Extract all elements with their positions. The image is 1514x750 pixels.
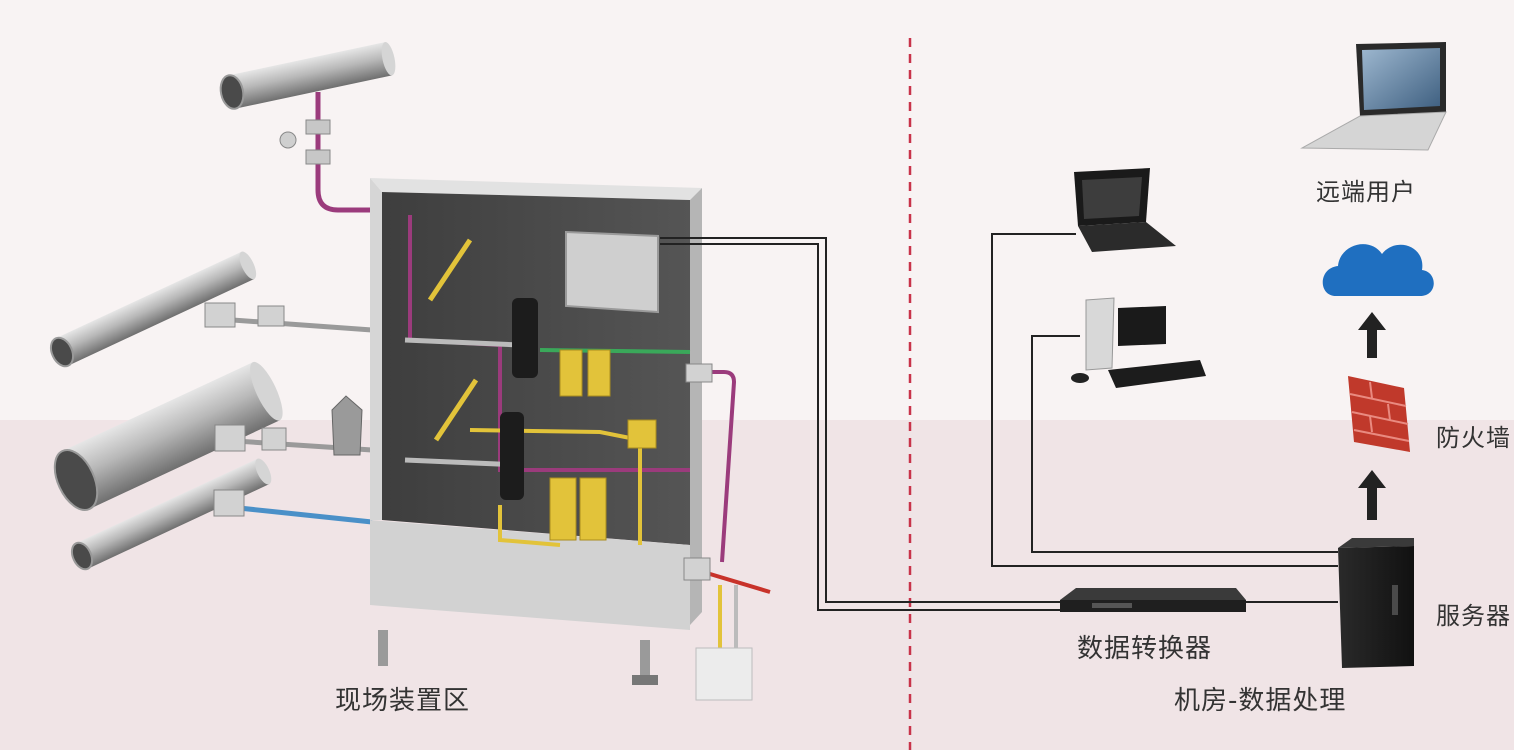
filter-icon <box>627 419 657 449</box>
network-lines <box>660 233 1338 611</box>
process-pipe-icon <box>70 458 272 571</box>
process-pipe-icon <box>219 42 396 110</box>
server-room-label: 机房-数据处理 <box>1174 686 1347 716</box>
server-tower-icon <box>1338 538 1414 668</box>
process-pipe-icon <box>49 251 257 368</box>
filter-icon <box>549 477 607 541</box>
data-converter-icon <box>1060 588 1246 612</box>
analyzer-cabinet-icon <box>370 178 702 685</box>
desktop-computer-icon <box>1071 297 1206 388</box>
arrow-up-icon <box>1358 470 1386 520</box>
background-upper <box>0 0 1514 420</box>
field-area-label: 现场装置区 <box>335 686 471 716</box>
sampling-lines <box>204 92 373 525</box>
data-converter-label: 数据转换器 <box>1077 634 1213 664</box>
firewall-label: 防火墙 <box>1436 424 1511 452</box>
laptop-icon <box>1074 168 1176 252</box>
remote-user-label: 远端用户 <box>1316 178 1416 206</box>
cloud-icon <box>1322 244 1434 296</box>
firewall-icon <box>1348 376 1410 452</box>
laptop-icon <box>1300 42 1447 151</box>
arrow-up-icon <box>1358 312 1386 358</box>
process-pipe-icon <box>53 361 283 511</box>
outlet-lines <box>683 363 771 701</box>
server-label: 服务器 <box>1436 602 1511 630</box>
filter-icon <box>559 349 611 397</box>
